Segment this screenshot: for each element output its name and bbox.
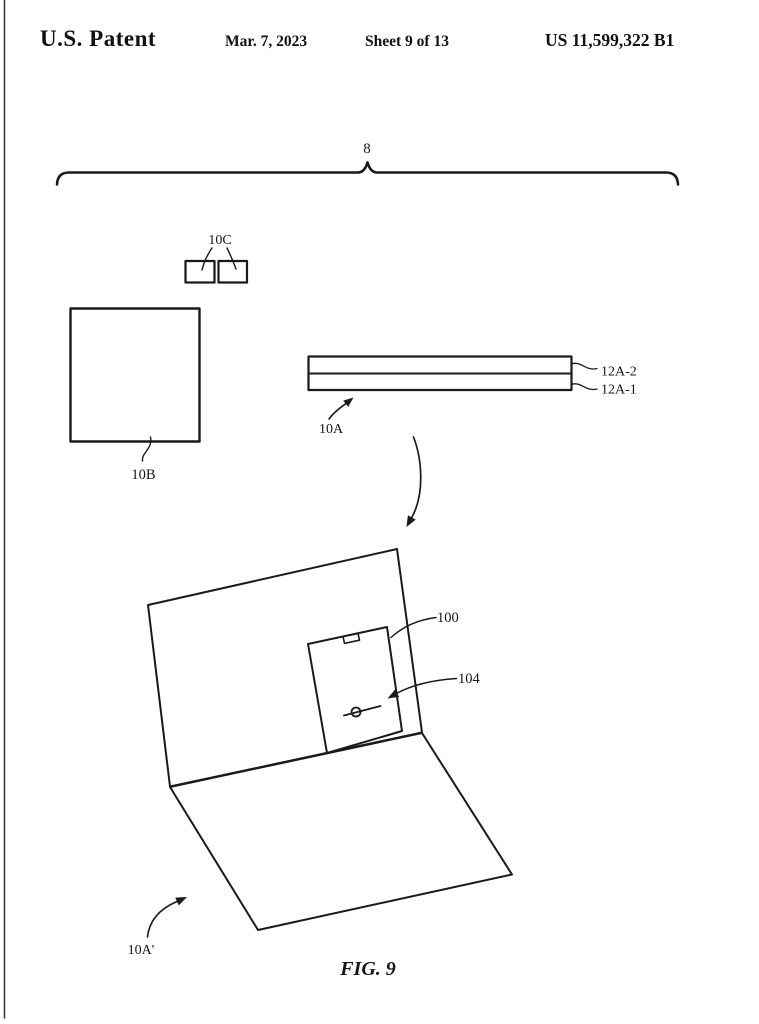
label-12A-1-leader <box>570 383 598 391</box>
label-10A-prime-arrowhead <box>175 897 187 906</box>
label-10C-leader-left <box>201 247 213 271</box>
label-10C: 10C <box>208 233 231 248</box>
assembly-brace <box>55 161 680 186</box>
fold-transition-arrowhead <box>406 515 416 527</box>
label-100: 100 <box>437 610 459 626</box>
patent-header-title: U.S. Patent <box>40 26 157 51</box>
label-10B: 10B <box>131 467 155 483</box>
module-rect-right <box>217 259 249 284</box>
label-12A-2: 12A-2 <box>601 365 637 380</box>
label-8: 8 <box>363 141 371 157</box>
label-12A-1: 12A-1 <box>601 383 637 398</box>
fold-transition-arrow-line <box>410 436 422 519</box>
label-100-leader <box>390 616 437 639</box>
label-104-leader <box>395 677 458 695</box>
device-camera-notch <box>342 632 361 645</box>
label-10A-arrowhead <box>343 397 354 407</box>
patent-header-date: Mar. 7, 2023 <box>225 33 308 50</box>
folded-cover-base-panel <box>169 732 513 931</box>
block-10B-rect <box>69 307 201 443</box>
component-104-line <box>343 705 382 717</box>
module-rect-left <box>184 259 216 284</box>
label-10A-prime-arrow-line <box>146 900 178 938</box>
patent-header-patent-number: US 11,599,322 B1 <box>545 30 675 50</box>
label-10C-leader-right <box>226 247 237 270</box>
label-10B-leader <box>141 436 152 462</box>
label-104-arrowhead <box>387 689 400 699</box>
label-10A: 10A <box>319 422 344 437</box>
label-10A-prime: 10A' <box>128 943 155 958</box>
figure-caption: FIG. 9 <box>339 958 396 980</box>
device-100-outline <box>307 626 403 754</box>
label-12A-2-leader <box>570 362 598 370</box>
folded-cover-lid-panel <box>147 548 423 788</box>
label-10A-arrow-line <box>328 402 347 420</box>
label-104: 104 <box>458 671 481 687</box>
patent-header-sheet-number: Sheet 9 of 13 <box>365 33 449 50</box>
